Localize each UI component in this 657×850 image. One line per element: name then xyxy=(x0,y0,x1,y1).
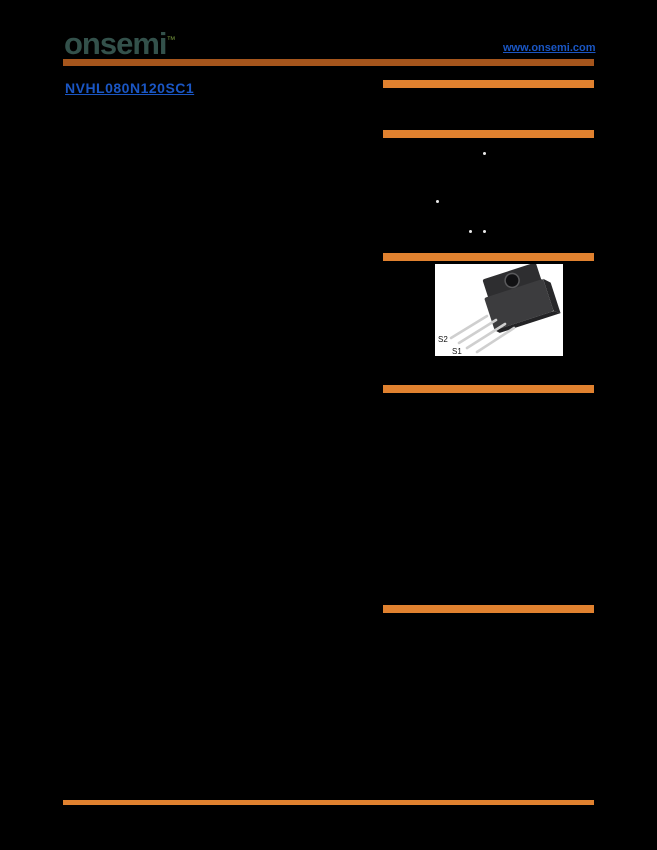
website-link[interactable]: www.onsemi.com xyxy=(503,42,596,54)
bullet-dot xyxy=(469,230,472,233)
to247-package-image: S2 S1 xyxy=(435,264,563,356)
pin-label-s2: S2 xyxy=(438,335,448,344)
bullet-dot xyxy=(436,200,439,203)
bullet-dot xyxy=(483,152,486,155)
onsemi-logo: onsemi™ xyxy=(64,26,176,62)
package-photo: S2 S1 xyxy=(435,264,563,356)
onsemi-logo-text: onsemi xyxy=(64,26,168,61)
section-bar-1 xyxy=(383,80,594,88)
bullet-dot xyxy=(483,230,486,233)
section-bar-3 xyxy=(383,253,594,261)
section-bar-4 xyxy=(383,385,594,393)
section-bar-5 xyxy=(383,605,594,613)
part-number-link[interactable]: NVHL080N120SC1 xyxy=(65,80,195,96)
header-divider-bar xyxy=(63,59,594,66)
section-bar-2 xyxy=(383,130,594,138)
footer-divider-bar xyxy=(63,800,594,805)
pin-label-s1: S1 xyxy=(452,347,462,356)
trademark-symbol: ™ xyxy=(166,34,176,45)
